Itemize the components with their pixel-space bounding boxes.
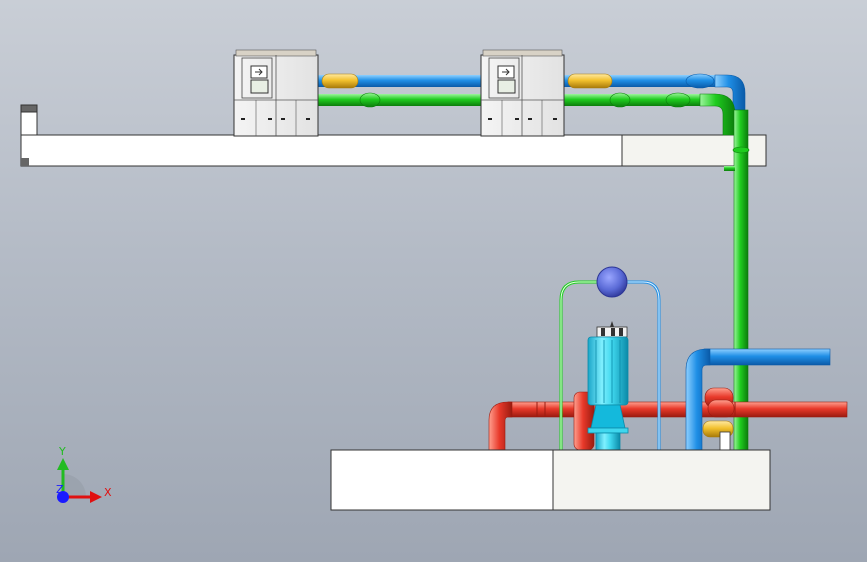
slab-corner-block	[21, 158, 29, 166]
chiller-unit-1	[233, 49, 319, 137]
sensor-line-left	[559, 280, 598, 450]
y-axis-label: Y	[58, 445, 66, 458]
vertical-pump	[587, 321, 629, 451]
z-axis-label: Z	[56, 483, 64, 496]
green-riser-pipe	[724, 109, 750, 456]
upper-green-supply-pipe	[318, 92, 736, 136]
chiller-unit-2	[480, 49, 565, 137]
yellow-fittings	[321, 73, 613, 89]
sensor-line-right	[626, 280, 661, 450]
sensor-sphere	[596, 266, 628, 298]
x-axis-label: X	[104, 486, 112, 499]
lower-yellow-fitting	[702, 420, 734, 451]
lower-blue-return-pipe	[685, 348, 831, 451]
z-axis-dot	[57, 491, 69, 503]
red-hot-water-pipe	[488, 387, 848, 451]
parapet-post	[20, 104, 38, 136]
upper-roof-slab	[20, 134, 767, 167]
triad-arc	[63, 474, 86, 497]
coordinate-triad: Y X Z	[56, 445, 112, 503]
lower-floor-slab	[330, 449, 771, 511]
